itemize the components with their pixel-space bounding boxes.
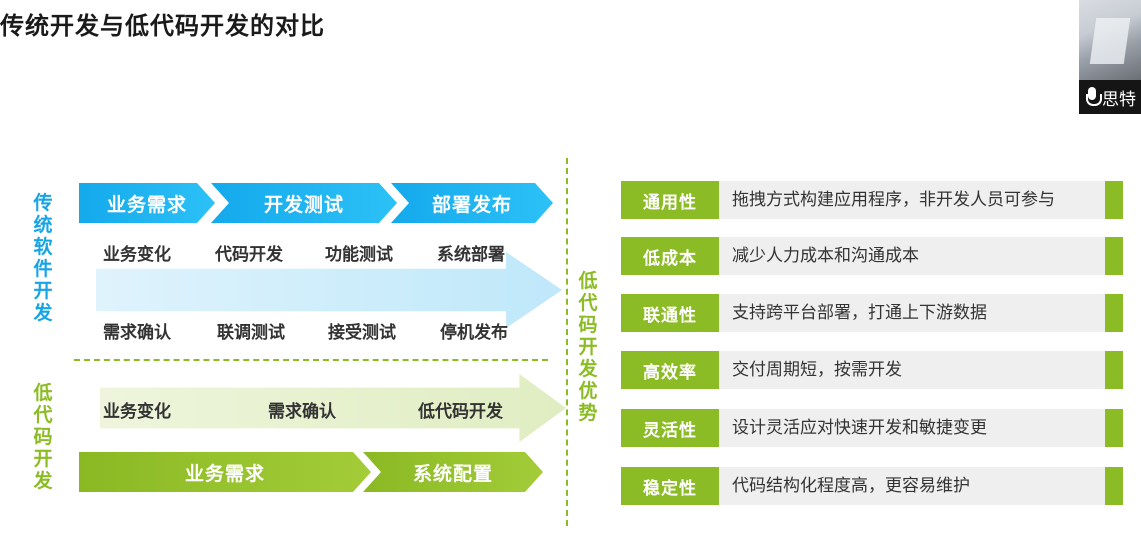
advantage-end-bar (1105, 237, 1123, 275)
trad-step: 代码开发 (215, 245, 283, 265)
trad-stage-3: 部署发布 (391, 183, 553, 223)
advantage-end-bar (1105, 467, 1123, 505)
advantage-tag: 灵活性 (621, 409, 719, 447)
advantage-row: 高效率 交付周期短，按需开发 (621, 351, 1123, 389)
trad-step: 功能测试 (325, 245, 393, 265)
participant-name: 思特 (1102, 89, 1136, 110)
lowcode-stage-2: 系统配置 (363, 452, 543, 492)
trad-step: 业务变化 (103, 245, 171, 265)
advantage-desc: 支持跨平台部署，打通上下游数据 (732, 303, 987, 323)
advantage-tag: 通用性 (621, 181, 719, 219)
advantage-tag: 高效率 (621, 351, 719, 389)
advantage-tag: 联通性 (621, 294, 719, 332)
lowcode-label: 低代码开发 (33, 382, 53, 492)
advantage-tag: 低成本 (621, 237, 719, 275)
advantage-row: 稳定性 代码结构化程度高，更容易维护 (621, 467, 1123, 505)
webcam-video (1079, 0, 1141, 80)
trad-stage-2: 开发测试 (211, 183, 397, 223)
advantages-label: 低代码开发优势 (578, 270, 598, 424)
lowcode-step: 业务变化 (103, 402, 171, 422)
advantage-desc: 拖拽方式构建应用程序，非开发人员可参与 (732, 190, 1055, 210)
trad-stage-1: 业务需求 (79, 183, 215, 223)
page-title: 传统开发与低代码开发的对比 (0, 12, 325, 40)
lowcode-stage-1: 业务需求 (79, 452, 371, 492)
advantage-desc: 减少人力成本和沟通成本 (732, 246, 919, 266)
lowcode-step: 低代码开发 (418, 402, 503, 422)
advantage-row: 通用性 拖拽方式构建应用程序，非开发人员可参与 (621, 181, 1123, 219)
trad-step: 联调测试 (217, 323, 285, 343)
trad-step: 需求确认 (103, 323, 171, 343)
trad-step: 接受测试 (328, 323, 396, 343)
trad-step: 停机发布 (440, 323, 508, 343)
section-divider (74, 359, 548, 361)
advantage-end-bar (1105, 181, 1123, 219)
advantage-desc: 设计灵活应对快速开发和敏捷变更 (732, 418, 987, 438)
advantage-tag: 稳定性 (621, 467, 719, 505)
advantage-row: 灵活性 设计灵活应对快速开发和敏捷变更 (621, 409, 1123, 447)
advantage-row: 低成本 减少人力成本和沟通成本 (621, 237, 1123, 275)
webcam-tile[interactable]: 思特 (1079, 0, 1141, 114)
lowcode-step: 需求确认 (268, 402, 336, 422)
advantage-desc: 代码结构化程度高，更容易维护 (732, 476, 970, 496)
trad-step: 系统部署 (437, 245, 505, 265)
advantage-end-bar (1105, 409, 1123, 447)
traditional-label: 传统软件开发 (33, 192, 53, 324)
advantage-desc: 交付周期短，按需开发 (732, 360, 902, 380)
advantage-row: 联通性 支持跨平台部署，打通上下游数据 (621, 294, 1123, 332)
webcam-name-bar: 思特 (1079, 80, 1141, 114)
advantage-end-bar (1105, 294, 1123, 332)
microphone-icon (1085, 87, 1102, 107)
column-divider (566, 158, 568, 526)
advantage-end-bar (1105, 351, 1123, 389)
